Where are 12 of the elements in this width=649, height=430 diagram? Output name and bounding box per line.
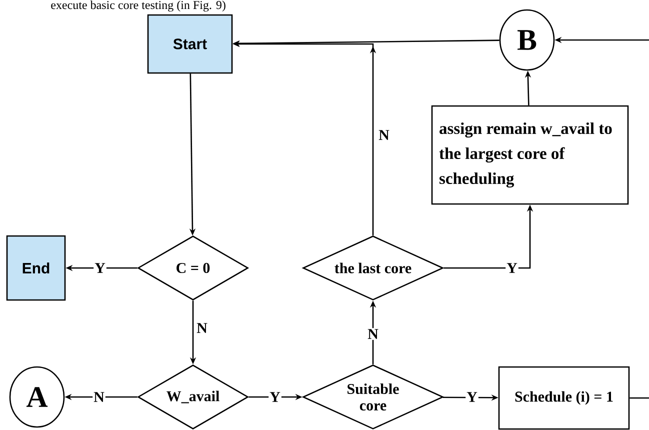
process-box: Schedule (i) = 1 — [498, 366, 630, 430]
edge-label: N — [366, 328, 380, 340]
edge-label: Y — [506, 262, 518, 274]
edge-label: Y — [94, 262, 106, 274]
edge-label: Y — [466, 391, 478, 403]
process-box: End — [6, 235, 66, 301]
edge-label: Y — [268, 391, 282, 403]
process-box: Start — [147, 14, 233, 74]
edge-label: N — [196, 322, 208, 334]
edge-label: N — [378, 129, 390, 141]
edge-label: N — [92, 391, 106, 403]
process-box: assign remain w_avail to the largest core of scheduling — [431, 105, 629, 205]
